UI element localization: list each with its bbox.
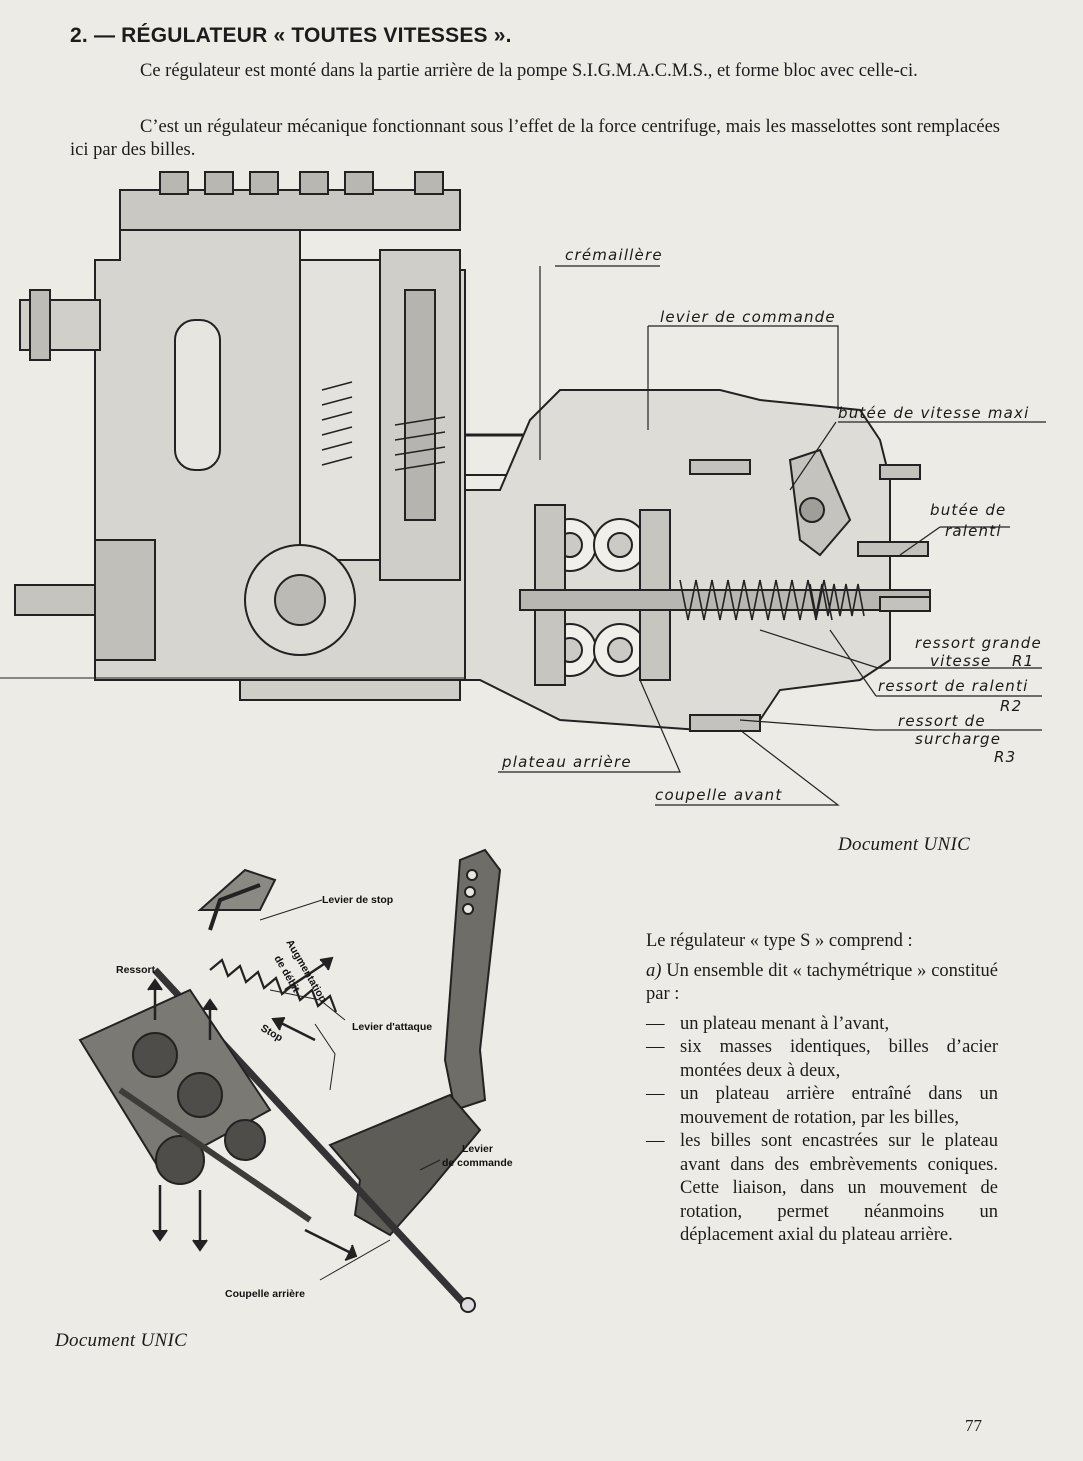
intro-paragraph-1: Ce régulateur est monté dans la partie a… [70,60,1000,83]
pump-cross-section-figure: crémaillère levier de commande butée de … [0,171,1046,806]
list-item: — un plateau menant à l’avant, [646,1013,998,1037]
list-dash: — [646,1037,665,1057]
label-ressort-grande-1: ressort grande [915,634,1042,652]
label-cremaillere: crémaillère [565,246,663,264]
label-ressort-surcharge-r3: R3 [994,748,1016,766]
governor-mechanism-figure: Levier de stop Augmentation de débit Res… [78,848,513,1313]
label-ressort-grande-r1: R1 [1012,652,1034,670]
label-levier-commande: levier de commande [660,308,836,326]
label-ressort-surcharge-2: surcharge [915,730,1001,748]
label-ressort-grande-2: vitesse [930,652,991,670]
label-ressort-ralenti: ressort de ralenti [878,677,1028,695]
regulator-intro: Le régulateur « type S » comprend : [646,931,913,951]
intro-paragraph-1-text: Ce régulateur est monté dans la partie a… [140,61,918,81]
page-number: 77 [965,1416,982,1435]
label-levier-attaque: Levier d'attaque [352,1021,432,1033]
label-ressort-ralenti-r2: R2 [1000,697,1022,715]
list-item-text: les billes sont encastrées sur le platea… [680,1131,998,1245]
list-item-text: six masses identiques, billes d’acier mo… [680,1037,998,1081]
list-item: — les billes sont encastrées sur le plat… [646,1130,998,1248]
intro-paragraph-2-text: C’est un régulateur mécanique fonctionna… [70,117,1000,160]
list-dash: — [646,1131,665,1151]
figure-top-caption: Document UNIC [838,834,971,855]
list-dash: — [646,1013,665,1034]
intro-paragraph-2: C’est un régulateur mécanique fonctionna… [70,116,1000,162]
label-plateau-arriere: plateau arrière [501,753,632,771]
list-item: — six masses identiques, billes d’acier … [646,1036,998,1083]
part-a-text: Un ensemble dit « tachymétrique » consti… [646,960,998,1005]
regulator-description: Le régulateur « type S » comprend : a) U… [646,930,998,1248]
label-levier-commande-1: Levier [462,1143,493,1155]
part-a-letter: a) [646,960,662,981]
label-butee-ralenti-1: butée de [930,501,1007,519]
label-levier-stop: Levier de stop [322,894,393,906]
label-coupelle-arriere: Coupelle arrière [225,1288,305,1300]
label-coupelle-avant: coupelle avant [655,786,782,804]
label-ressort: Ressort [116,964,156,976]
label-butee-ralenti-2: ralenti [945,522,1002,540]
figure-bottom-caption: Document UNIC [55,1330,188,1351]
section-heading: 2. — RÉGULATEUR « TOUTES VITESSES ». [70,24,512,47]
list-item-text: un plateau menant à l’avant, [680,1013,890,1034]
label-ressort-surcharge-1: ressort de [898,712,986,730]
list-item-text: un plateau arrière entraîné dans un mouv… [680,1084,998,1128]
label-levier-commande-2: de commande [442,1157,513,1169]
regulator-part-a: a) Un ensemble dit « tachymétrique » con… [646,960,998,1007]
label-butee-vitesse-maxi: butée de vitesse maxi [838,404,1029,422]
list-item: — un plateau arrière entraîné dans un mo… [646,1083,998,1130]
list-dash: — [646,1084,665,1104]
